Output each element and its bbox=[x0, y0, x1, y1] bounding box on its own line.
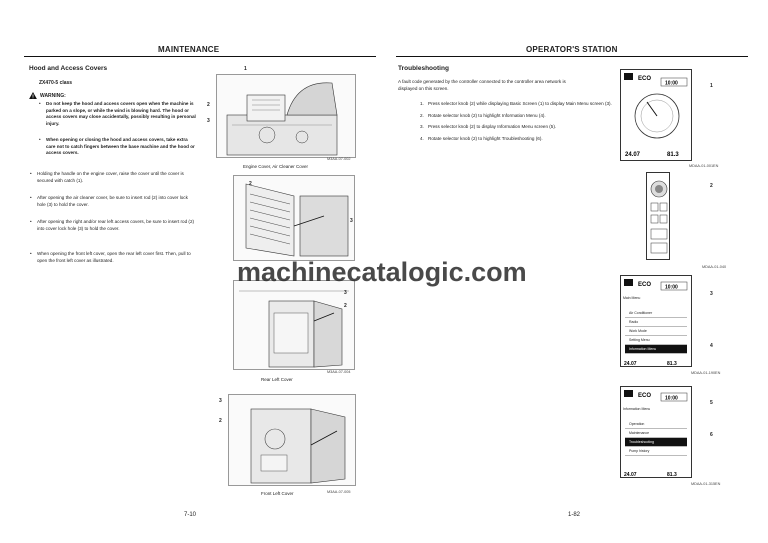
warning-heading: WARNING: bbox=[29, 92, 66, 99]
screen2-callout-2: 2 bbox=[710, 183, 713, 189]
menu-item-radio[interactable]: Radio bbox=[625, 318, 687, 327]
step-3: 3.Press selector knob (2) to display Inf… bbox=[420, 124, 557, 130]
section-title-troubleshooting: Troubleshooting bbox=[398, 65, 449, 72]
info-menu-bottombar: 24.07 81.3 bbox=[624, 472, 677, 478]
body-bullet-4: When opening the front left cover, open … bbox=[30, 251, 197, 264]
figure-rear-left-cover bbox=[233, 280, 355, 370]
fig4-callout-2: 2 bbox=[219, 418, 222, 424]
step-2: 2.Rotate selector knob (2) to highlight … bbox=[420, 112, 546, 118]
main-menu-topbar: ECO 10:00 bbox=[624, 279, 688, 291]
access-cover-illustration bbox=[245, 183, 349, 257]
menu-item-troubleshooting[interactable]: Troubleshooting bbox=[625, 438, 687, 447]
svg-text:10:00: 10:00 bbox=[665, 81, 678, 87]
selector-knob-graphic bbox=[650, 180, 668, 254]
figure-front-left-cover bbox=[228, 394, 356, 486]
svg-text:24.07: 24.07 bbox=[625, 152, 641, 158]
basic-screen: ECO 10:00 24.07 81.3 bbox=[620, 69, 692, 161]
menu-item-operation[interactable]: Operation bbox=[625, 420, 687, 429]
figure-engine-cover bbox=[216, 74, 356, 158]
screen1-id: MDAA-01-001EN bbox=[689, 164, 719, 168]
step-4: 4.Rotate selector knob (2) to highlight … bbox=[420, 135, 543, 141]
screen3-callout-4: 4 bbox=[710, 343, 713, 349]
right-header-rule bbox=[396, 56, 748, 57]
main-menu-title: Main Menu bbox=[623, 296, 641, 300]
warning-label: WARNING: bbox=[40, 92, 66, 99]
watermark-text: machinecatalogic.com bbox=[237, 257, 527, 287]
basic-screen-graphic: ECO 10:00 24.07 81.3 bbox=[624, 73, 688, 158]
body-bullet-3: After opening the right and/or rear left… bbox=[30, 219, 197, 232]
step-1: 1.Press selector knob (2) while displayi… bbox=[420, 101, 612, 106]
fig3-callout-2: 2 bbox=[344, 303, 347, 309]
body-bullet-1: Holding the handle on the engine cover, … bbox=[30, 171, 197, 184]
left-header-title: MAINTENANCE bbox=[158, 45, 220, 54]
warning-item-1: Do not keep the hood and access covers o… bbox=[39, 101, 198, 127]
screen4-callout-5: 5 bbox=[710, 400, 713, 406]
svg-text:24.07: 24.07 bbox=[624, 361, 637, 367]
menu-item-work-mode[interactable]: Work Mode bbox=[625, 327, 687, 336]
main-menu-screen: ECO 10:00 Main Menu Air Conditioner Radi… bbox=[620, 275, 692, 367]
menu-item-setting-menu[interactable]: Setting Menu bbox=[625, 336, 687, 345]
screen4-id: MDAA-01-315EN bbox=[691, 482, 721, 486]
selector-knob-panel bbox=[646, 172, 670, 260]
body-bullet-2: After opening the air cleaner cover, be … bbox=[30, 195, 197, 208]
info-menu-topbar: ECO 10:00 bbox=[624, 390, 688, 402]
class-title: ZX470-5 class bbox=[39, 80, 73, 86]
engine-cover-illustration bbox=[226, 82, 338, 156]
svg-text:81.3: 81.3 bbox=[667, 472, 677, 478]
warning-icon bbox=[29, 92, 37, 99]
left-page: MAINTENANCE Hood and Access Covers ZX470… bbox=[0, 0, 384, 543]
right-page: OPERATOR'S STATION Troubleshooting A fau… bbox=[384, 0, 768, 543]
screen1-callout-1: 1 bbox=[710, 83, 713, 89]
screen3-id: MDAA-01-190EN bbox=[691, 371, 721, 375]
fig2-callout-3: 3 bbox=[350, 218, 353, 224]
screen4-callout-6: 6 bbox=[710, 432, 713, 438]
menu-item-pump-history[interactable]: Pump history bbox=[625, 447, 687, 456]
section-title-hood: Hood and Access Covers bbox=[29, 65, 108, 72]
rear-left-cover-illustration bbox=[239, 290, 349, 368]
svg-text:ECO: ECO bbox=[638, 282, 651, 288]
menu-item-air-conditioner[interactable]: Air Conditioner bbox=[625, 309, 687, 318]
svg-text:81.3: 81.3 bbox=[667, 361, 677, 367]
fig4-callout-3: 3 bbox=[219, 398, 222, 404]
fig1-callout-3: 3 bbox=[207, 118, 210, 124]
fig1-callout-2: 2 bbox=[207, 102, 210, 108]
svg-text:10:00: 10:00 bbox=[665, 396, 678, 402]
info-menu-title: Information Menu bbox=[623, 407, 651, 411]
fig4-caption: Front Left Cover bbox=[261, 491, 294, 496]
right-page-number: 1-82 bbox=[568, 512, 581, 518]
svg-text:24.07: 24.07 bbox=[624, 472, 637, 478]
front-left-cover-illustration bbox=[250, 408, 346, 484]
warning-item-2: When opening or closing the hood and acc… bbox=[39, 137, 198, 157]
main-menu-bottombar: 24.07 81.3 bbox=[624, 361, 677, 367]
information-menu-screen: ECO 10:00 Information Menu Operation Mai… bbox=[620, 386, 692, 478]
svg-text:ECO: ECO bbox=[638, 393, 651, 399]
fig1-callout-1: 1 bbox=[244, 66, 247, 72]
right-header-title: OPERATOR'S STATION bbox=[526, 45, 618, 54]
screen2-id: MDAA-01-040 bbox=[702, 265, 727, 269]
fig3-caption: Rear Left Cover bbox=[261, 377, 293, 382]
steps-list: 1.Press selector knob (2) while displayi… bbox=[420, 101, 615, 147]
left-header-rule bbox=[24, 56, 376, 57]
fig1-caption: Engine Cover, Air Cleaner Cover bbox=[243, 164, 309, 169]
menu-item-maintenance[interactable]: Maintenance bbox=[625, 429, 687, 438]
figure-access-cover bbox=[233, 175, 355, 261]
svg-text:ECO: ECO bbox=[638, 76, 651, 82]
troubleshooting-intro: A fault code generated by the controller… bbox=[398, 79, 566, 91]
fig2-callout-2: 2 bbox=[249, 181, 252, 187]
fig3-callout-3: 3 bbox=[344, 290, 347, 296]
left-page-number: 7-10 bbox=[184, 512, 197, 518]
svg-text:10:00: 10:00 bbox=[665, 285, 678, 291]
svg-text:81.3: 81.3 bbox=[667, 152, 679, 158]
fig4-id: M3AA-07-005 bbox=[327, 490, 351, 494]
screen3-callout-3: 3 bbox=[710, 291, 713, 297]
fig3-id: M3AA-07-004 bbox=[327, 370, 351, 374]
fig1-id: M3AA-07-002 bbox=[327, 157, 351, 161]
menu-item-information-menu[interactable]: Information Menu bbox=[625, 345, 687, 354]
